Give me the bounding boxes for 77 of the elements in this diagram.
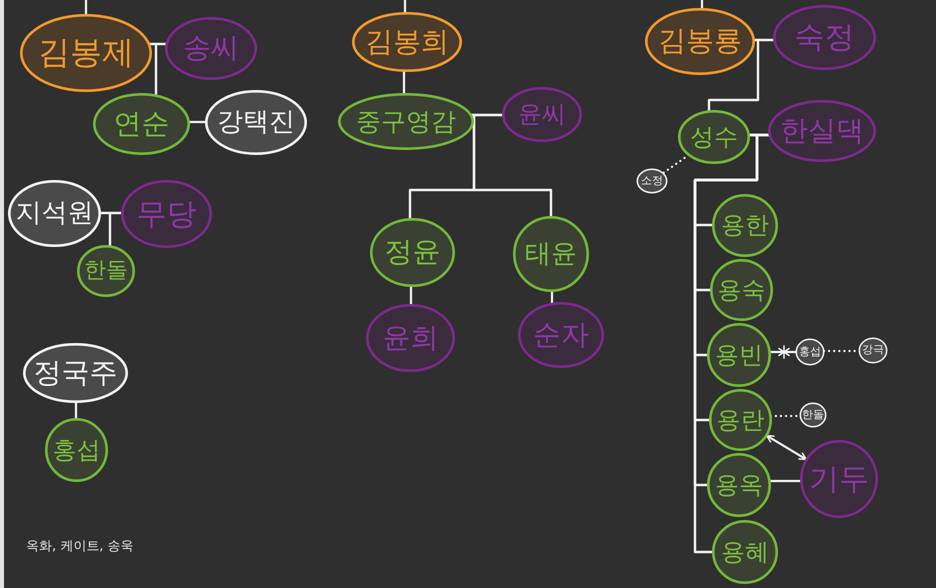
person-name: 김봉룡 (658, 26, 742, 57)
person-name: 송씨 (183, 33, 239, 64)
person-circle (77, 245, 135, 297)
connector-line (404, 0, 406, 14)
person-circle (712, 194, 778, 257)
person-name: 정국주 (34, 358, 118, 388)
person-oval (205, 90, 307, 155)
connector-line (768, 480, 802, 482)
person-name: 한실댁 (780, 116, 864, 146)
person-name: 성수 (690, 124, 738, 150)
connector-line (108, 212, 124, 248)
person-name: 지석원 (16, 199, 94, 228)
person-name: 숙정 (794, 21, 854, 54)
connector-line (708, 38, 776, 112)
person-oval (370, 218, 455, 287)
person-name: 한돌 (802, 408, 824, 422)
person-name: 강극 (862, 344, 884, 357)
person-circle (45, 418, 108, 482)
person-name: 김봉제 (38, 35, 134, 71)
connector-line (84, 0, 88, 16)
person-oval (502, 87, 582, 142)
person-oval (8, 180, 101, 247)
connector-line (154, 42, 168, 97)
person-name: 소정 (641, 174, 663, 188)
person-name: 연순 (114, 108, 170, 140)
person-oval (678, 110, 750, 164)
person-name: 한돌 (84, 258, 128, 284)
person-circle (712, 520, 778, 584)
connector-line (74, 400, 78, 420)
person-circle (636, 168, 668, 194)
person-circle (799, 402, 827, 428)
person-name: 용혜 (721, 538, 769, 566)
person-circle (795, 338, 825, 366)
note-text: 옥화, 케이트, 송욱 (26, 540, 134, 554)
double-arrow (765, 434, 808, 461)
person-name: 용빈 (715, 342, 763, 368)
connector-line (410, 284, 412, 306)
person-name: 태윤 (525, 240, 577, 268)
person-oval (768, 100, 876, 162)
person-name: 순자 (533, 320, 589, 350)
connector-line (550, 290, 554, 305)
person-name: 중구영감 (356, 108, 456, 136)
person-name: 홍섭 (799, 346, 821, 358)
person-oval (165, 17, 257, 80)
person-oval (352, 12, 462, 72)
person-name: 용한 (721, 212, 769, 239)
person-circle (513, 216, 589, 292)
person-circle (710, 259, 773, 321)
connector-line (768, 350, 798, 354)
person-name: 용숙 (718, 276, 766, 304)
person-name: 무당 (136, 198, 196, 230)
person-oval (20, 14, 152, 92)
person-name: 윤씨 (518, 101, 566, 128)
person-name: 용옥 (715, 472, 763, 498)
person-circle (707, 323, 771, 387)
person-name: 기두 (809, 462, 869, 496)
person-name: 용란 (716, 406, 764, 434)
person-oval (93, 93, 190, 155)
person-oval (366, 304, 455, 372)
person-circle (709, 389, 772, 451)
person-oval (23, 343, 128, 403)
person-oval (773, 5, 876, 70)
connector-line (402, 70, 406, 96)
person-oval (518, 302, 604, 368)
person-name: 정윤 (384, 237, 440, 268)
person-name: 김봉희 (365, 26, 449, 58)
person-oval (121, 180, 212, 248)
person-name: 윤희 (382, 322, 438, 354)
person-circle (707, 453, 771, 517)
person-circle (858, 337, 888, 364)
person-name: 강택진 (217, 108, 295, 137)
person-circle (800, 440, 878, 518)
person-oval (338, 93, 474, 150)
connector-line (700, 0, 704, 10)
person-oval (645, 8, 755, 75)
person-name: 홍섭 (52, 436, 100, 464)
connector-line (188, 120, 208, 124)
